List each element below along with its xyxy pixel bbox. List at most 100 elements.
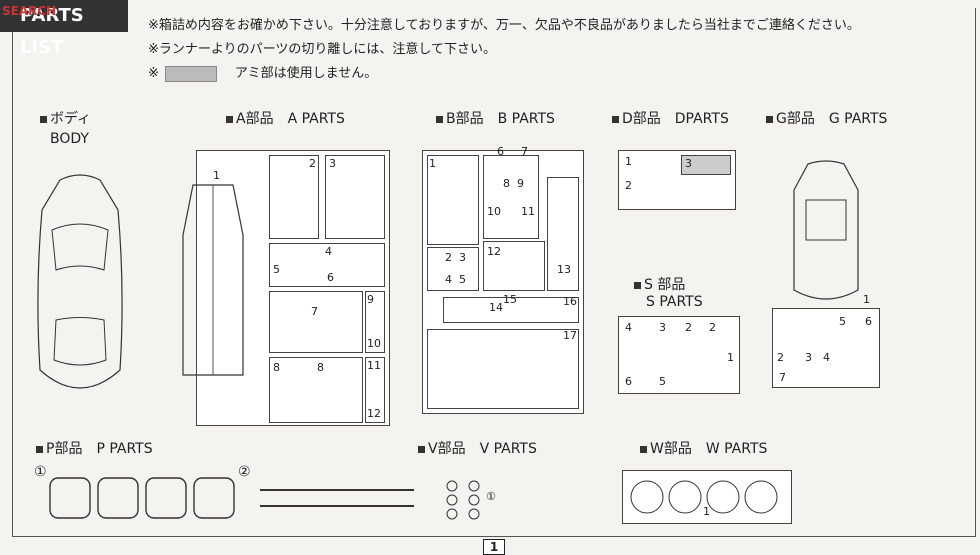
- a-num-12: 12: [367, 407, 381, 420]
- header-title: PARTS LIST: [20, 5, 84, 58]
- s-num-2a: 2: [685, 321, 692, 334]
- a-num-9: 9: [367, 293, 374, 306]
- b-num-6: 6: [497, 145, 504, 158]
- section-label-s-en: S PARTS: [646, 294, 703, 310]
- b-num-3: 3: [459, 251, 466, 264]
- g-parts-runner: 1 5 6 2 3 4 7: [772, 293, 880, 388]
- b-num-7: 7: [521, 145, 528, 158]
- s-num-2b: 2: [709, 321, 716, 334]
- section-label-s: S 部品: [634, 274, 685, 294]
- s-num-1: 1: [727, 351, 734, 364]
- b-num-11: 11: [521, 205, 535, 218]
- a-slot-4-6: [269, 243, 385, 287]
- b-parts-runner: 1 6 7 8 9 10 11 12 2 3 4 5 13 14 15 16 1…: [422, 145, 584, 414]
- a-num-6: 6: [327, 271, 334, 284]
- section-label-a: A部品 A PARTS: [226, 108, 345, 128]
- a-part-chassis: [182, 184, 244, 376]
- b-num-13: 13: [557, 263, 571, 276]
- a-num-4: 4: [325, 245, 332, 258]
- b-num-14: 14: [489, 301, 503, 314]
- g-num-7: 7: [779, 371, 786, 384]
- v-num-1: ①: [486, 490, 496, 503]
- s-parts-runner: 4 3 2 2 1 6 5: [618, 316, 740, 394]
- w-num-1: 1: [703, 505, 710, 518]
- b-num-4: 4: [445, 273, 452, 286]
- a-parts-runner: 1 2 3 4 5 6 7 8 8 9 10 11 12: [182, 150, 390, 426]
- a-slot-8: [269, 357, 363, 423]
- section-label-v: V部品 V PARTS: [418, 438, 537, 458]
- section-label-b: B部品 B PARTS: [436, 108, 555, 128]
- notes: ※箱詰め内容をお確かめ下さい。十分注意しておりますが、万一、欠品や不良品がありま…: [148, 14, 860, 86]
- section-label-d: D部品 DPARTS: [612, 108, 729, 128]
- p-part-rods: [260, 489, 414, 507]
- b-num-9: 9: [517, 177, 524, 190]
- b-num-15: 15: [503, 293, 517, 306]
- b-slot-17: [427, 329, 579, 409]
- watermark-logo: SEARCH: [2, 4, 57, 18]
- b-slot-2-5: [427, 247, 479, 291]
- section-label-body-en: BODY: [50, 131, 89, 147]
- section-label-p: P部品 P PARTS: [36, 438, 153, 458]
- s-num-6: 6: [625, 375, 632, 388]
- g-part-window: [793, 160, 859, 300]
- b-num-17: 17: [563, 329, 577, 342]
- a-num-10: 10: [367, 337, 381, 350]
- a-slot-7: [269, 291, 363, 353]
- a-slot-3: [325, 155, 385, 239]
- w-part-lenses: [630, 480, 778, 514]
- a-num-8a: 8: [273, 361, 280, 374]
- p-num-2: ②: [238, 464, 251, 480]
- d-num-2: 2: [625, 179, 632, 192]
- b-num-1: 1: [429, 157, 436, 170]
- parts-list-header: PARTS LIST: [0, 0, 128, 58]
- b-slot-13: [547, 177, 579, 291]
- v-part-screws: [446, 480, 480, 520]
- s-num-5: 5: [659, 375, 666, 388]
- d-parts-runner: 1 3 2: [618, 150, 736, 210]
- section-label-w: W部品 W PARTS: [640, 438, 767, 458]
- page-number: 1: [483, 539, 505, 555]
- b-num-12: 12: [487, 245, 501, 258]
- a-num-3: 3: [329, 157, 336, 170]
- a-num-5: 5: [273, 263, 280, 276]
- b-num-16: 16: [563, 295, 577, 308]
- a-slot-9-10: [365, 291, 385, 353]
- g-num-5: 5: [839, 315, 846, 328]
- s-num-4: 4: [625, 321, 632, 334]
- note-2: ※ランナーよりのパーツの切り離しには、注意して下さい。: [148, 42, 496, 57]
- b-slot-12: [483, 241, 545, 291]
- d-num-1: 1: [625, 155, 632, 168]
- section-label-g: G部品 G PARTS: [766, 108, 887, 128]
- b-num-10: 10: [487, 205, 501, 218]
- a-num-8b: 8: [317, 361, 324, 374]
- a-num-1: 1: [213, 169, 220, 182]
- body-drawing: [37, 174, 123, 389]
- d-mesh-area: [681, 155, 731, 175]
- a-num-7: 7: [311, 305, 318, 318]
- a-num-2: 2: [309, 157, 316, 170]
- p-num-1: ①: [34, 464, 47, 480]
- b-num-5: 5: [459, 273, 466, 286]
- p-part-tires: [49, 477, 235, 519]
- b-slot-14-16: [443, 297, 579, 323]
- note-3-text: アミ部は使用しません。: [234, 66, 378, 81]
- s-num-3: 3: [659, 321, 666, 334]
- b-num-8: 8: [503, 177, 510, 190]
- b-slot-1: [427, 155, 479, 245]
- a-num-11: 11: [367, 359, 381, 372]
- g-num-4: 4: [823, 351, 830, 364]
- b-slot-8-11: [483, 155, 539, 239]
- parts-list-frame: [12, 8, 976, 537]
- note-1: ※箱詰め内容をお確かめ下さい。十分注意しておりますが、万一、欠品や不良品がありま…: [148, 18, 860, 33]
- a-slot-11-12: [365, 357, 385, 423]
- b-num-2: 2: [445, 251, 452, 264]
- g-num-3: 3: [805, 351, 812, 364]
- a-slot-2: [269, 155, 319, 239]
- g-num-1: 1: [863, 293, 870, 306]
- d-num-3: 3: [685, 157, 692, 170]
- note-3: ※アミ部は使用しません。: [148, 62, 860, 86]
- section-label-body: ボディ: [40, 108, 91, 128]
- mesh-swatch: [164, 65, 217, 82]
- g-num-2: 2: [777, 351, 784, 364]
- g-num-6: 6: [865, 315, 872, 328]
